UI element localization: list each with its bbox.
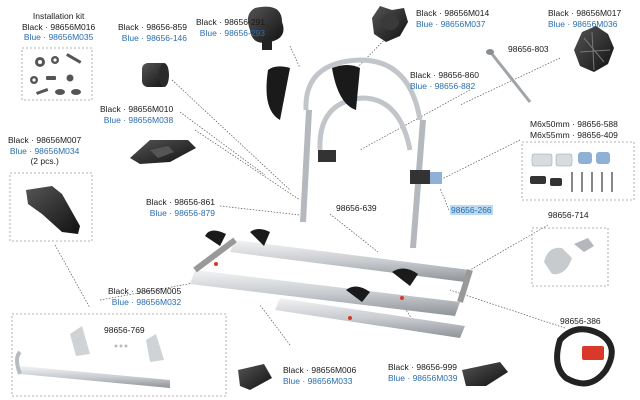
part-266-label: 98656-266 <box>450 205 493 216</box>
rail-label: Black · 98656M005 Blue · 98656M032 <box>108 286 181 307</box>
small-knob-black-code: Black · 98656-859 <box>118 22 187 32</box>
arm-clamp-black-code: Black · 98656M010 <box>100 104 174 114</box>
rail-cap-label: Black · 98656M006 Blue · 98656M033 <box>283 365 356 386</box>
screws-label: M6x50mm · 98656-588 M6x55mm · 98656-409 <box>530 119 618 140</box>
arm-holder-black-code: Black · 98656M007 <box>8 135 82 145</box>
support-arm-black-code: Black · 98656-861 <box>146 197 215 207</box>
large-knob-blue-code: Blue · 98656-293 <box>199 27 265 38</box>
strap-code: 98656-386 <box>560 316 601 326</box>
rail-insert-code: 98656-769 <box>104 325 145 335</box>
large-knob-label: Black · 98656-291 Blue · 98656-293 <box>196 17 265 38</box>
arm-clamp-illustration <box>130 140 196 164</box>
rail-black-code: Black · 98656M005 <box>108 286 182 296</box>
small-knob-illustration <box>142 63 169 87</box>
gear-knob-black-code: Black · 98656M017 <box>548 8 622 18</box>
rail-insert-label: 98656-769 <box>104 325 145 336</box>
long-bolt-label: 98656-803 <box>508 44 549 55</box>
star-knob-illustration <box>372 6 408 42</box>
screws-code-2: M6x55mm · 98656-409 <box>530 129 618 140</box>
installation-kit-black-code: Black · 98656M016 <box>22 21 96 32</box>
arm-clamp-blue-code: Blue · 98656M038 <box>103 114 174 125</box>
support-arm-blue-code: Blue · 98656-879 <box>149 207 215 218</box>
arm-holder-label: Black · 98656M007 Blue · 98656M034 (2 pc… <box>8 135 81 167</box>
strap-label: 98656-386 <box>560 316 601 327</box>
star-knob-black-code: Black · 98656M014 <box>416 8 490 18</box>
large-knob-illustration <box>247 6 284 50</box>
installation-kit-title: Installation kit <box>32 11 85 21</box>
installation-kit-label: Installation kit Black · 98656M016 Blue … <box>22 11 95 43</box>
frame-tube-label: 98656-639 <box>336 203 377 214</box>
gear-knob-blue-code: Blue · 98656M036 <box>548 18 618 29</box>
wedge-cap-blue-code: Blue · 98656M039 <box>388 372 458 383</box>
star-knob-blue-code: Blue · 98656M037 <box>416 18 486 29</box>
star-knob-label: Black · 98656M014 Blue · 98656M037 <box>416 8 489 29</box>
center-clamp-label: Black · 98656-860 Blue · 98656-882 <box>410 70 479 91</box>
part-266-code: 98656-266 <box>450 205 493 215</box>
gear-knob-label: Black · 98656M017 Blue · 98656M036 <box>548 8 621 29</box>
center-clamp-black-code: Black · 98656-860 <box>410 70 479 80</box>
rail-cap-blue-code: Blue · 98656M033 <box>283 375 353 386</box>
screws-code-1: M6x50mm · 98656-588 <box>530 119 618 129</box>
screws-illustration <box>521 141 635 201</box>
bike-carrier-illustration <box>190 57 473 338</box>
small-knob-label: Black · 98656-859 Blue · 98656-146 <box>118 22 187 43</box>
foot-cap-label: 98656-714 <box>548 210 589 221</box>
wedge-cap-black-code: Black · 98656-999 <box>388 362 457 372</box>
long-bolt-code: 98656-803 <box>508 44 549 54</box>
center-clamp-blue-code: Blue · 98656-882 <box>410 80 476 91</box>
rail-insert-illustration <box>11 313 227 397</box>
wedge-cap-label: Black · 98656-999 Blue · 98656M039 <box>388 362 457 383</box>
gear-knob-illustration <box>574 26 614 72</box>
strap-illustration <box>554 326 615 387</box>
wedge-cap-illustration <box>462 362 508 386</box>
rail-cap-illustration <box>238 364 272 390</box>
foot-cap-illustration <box>531 227 609 287</box>
rail-cap-black-code: Black · 98656M006 <box>283 365 357 375</box>
foot-cap-code: 98656-714 <box>548 210 589 220</box>
installation-kit-blue-code: Blue · 98656M035 <box>23 32 94 42</box>
large-knob-black-code: Black · 98656-291 <box>196 17 265 27</box>
support-arm-label: Black · 98656-861 Blue · 98656-879 <box>146 197 215 218</box>
arm-holder-illustration <box>9 172 93 242</box>
small-knob-blue-code: Blue · 98656-146 <box>121 32 187 43</box>
frame-tube-code: 98656-639 <box>336 203 377 213</box>
arm-holder-quantity: (2 pcs.) <box>30 156 59 166</box>
rail-blue-code: Blue · 98656M032 <box>111 296 182 307</box>
long-bolt-illustration <box>486 49 532 103</box>
installation-kit-illustration <box>21 47 93 101</box>
arm-clamp-label: Black · 98656M010 Blue · 98656M038 <box>100 104 173 125</box>
arm-holder-blue-code: Blue · 98656M034 <box>9 145 80 156</box>
